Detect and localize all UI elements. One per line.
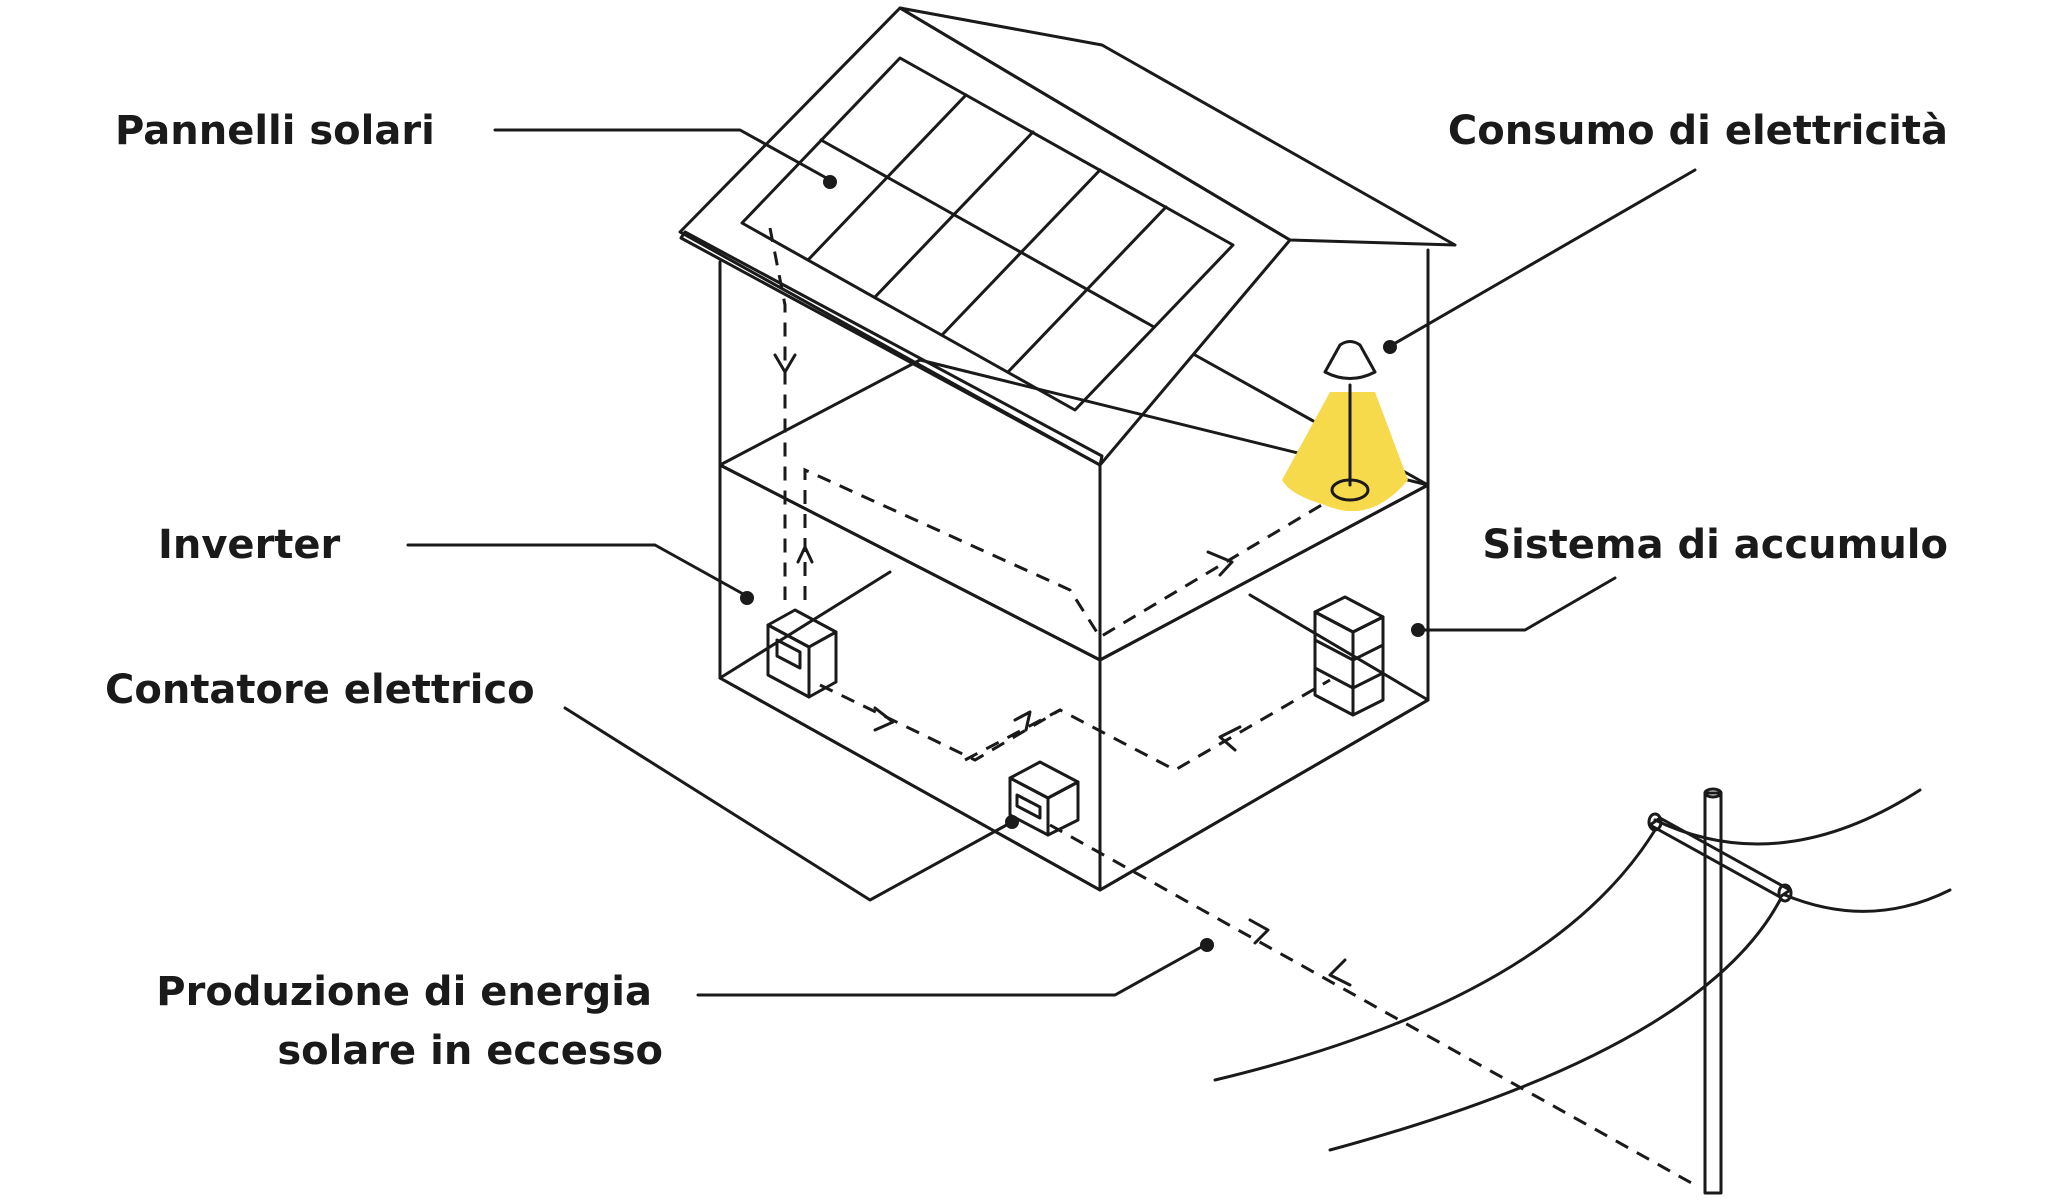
meter-icon — [1008, 760, 1080, 837]
inverter-icon — [766, 608, 838, 699]
label-excess-production-line2: solare in eccesso — [277, 1028, 663, 1074]
lamp-icon — [1282, 340, 1408, 512]
battery-icon — [1313, 595, 1385, 717]
house-ground-floor — [718, 248, 1430, 892]
label-solar-panels: Pannelli solari — [115, 108, 435, 154]
house-roof — [678, 6, 1457, 467]
label-electricity-consumption: Consumo di elettricità — [1448, 108, 1948, 154]
energy-flow-paths — [768, 227, 1696, 1187]
solar-panel-icon — [740, 56, 1235, 412]
label-storage-system: Sistema di accumulo — [1482, 522, 1948, 568]
label-excess-production-line1: Produzione di energia — [156, 969, 652, 1015]
label-electric-meter: Contatore elettrico — [105, 667, 535, 713]
leader-lines — [406, 128, 1697, 997]
label-inverter: Inverter — [158, 522, 341, 568]
utility-pole-icon — [1213, 787, 1952, 1195]
